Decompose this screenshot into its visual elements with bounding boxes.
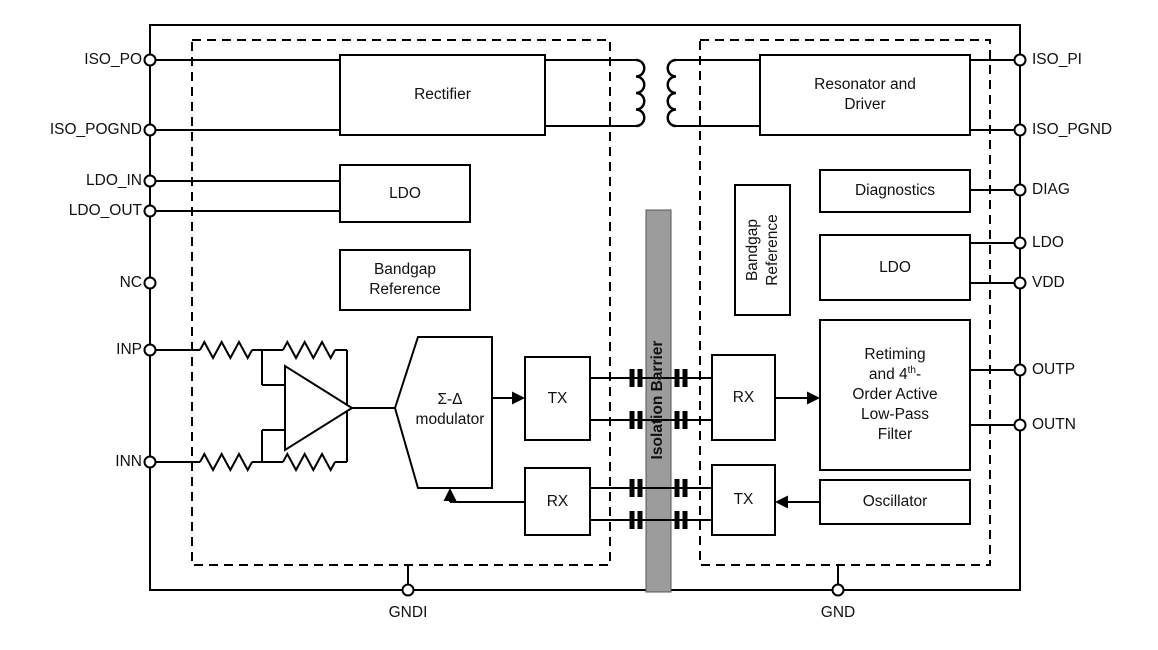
arrow-to-modulator xyxy=(443,488,457,501)
pin-label-outn: OUTN xyxy=(1032,416,1076,433)
signal-arrowheads xyxy=(443,391,820,509)
pin-circle-ldo-out xyxy=(143,204,157,218)
rectifier-box xyxy=(339,54,546,136)
pin-label-nc: NC xyxy=(119,274,142,291)
pin-circle-nc xyxy=(143,276,157,290)
isolation-capacitor-marks xyxy=(629,369,688,529)
pin-label-vdd: VDD xyxy=(1032,274,1065,291)
ldo-right-box xyxy=(819,234,971,301)
isolation-barrier-bar xyxy=(645,209,672,593)
pin-label-inp: INP xyxy=(116,341,142,358)
pin-label-iso-po: ISO_PO xyxy=(84,51,142,68)
low-side-dashed-region xyxy=(699,39,991,566)
rx-left-box xyxy=(524,467,591,536)
pin-circle-diag xyxy=(1013,183,1027,197)
diagnostics-box xyxy=(819,169,971,213)
pin-label-iso-pgnd: ISO_PGND xyxy=(1032,121,1113,138)
pin-circle-vdd xyxy=(1013,276,1027,290)
sigma-delta-modulator-shape xyxy=(393,336,493,489)
oscillator-box xyxy=(819,479,971,525)
arrow-to-tx-right xyxy=(775,495,788,509)
pin-circle-iso-pi xyxy=(1013,53,1027,67)
pin-label-diag: DIAG xyxy=(1032,181,1070,198)
resonator-driver-box xyxy=(759,54,971,136)
pin-circle-iso-pognd xyxy=(143,123,157,137)
pin-circle-inn xyxy=(143,455,157,469)
pin-label-iso-pi: ISO_PI xyxy=(1032,51,1082,68)
retiming-filter-box xyxy=(819,319,971,471)
pin-circle-outn xyxy=(1013,418,1027,432)
transformer-primary-coil xyxy=(635,58,646,128)
pin-label-iso-pognd: ISO_POGND xyxy=(49,121,142,138)
tx-left-box xyxy=(524,356,591,441)
pin-circle-ldo xyxy=(1013,236,1027,250)
pin-circle-iso-po xyxy=(143,53,157,67)
resistor-inn-input xyxy=(199,451,253,473)
pin-circle-outp xyxy=(1013,363,1027,377)
resistor-inp-input xyxy=(199,339,253,361)
pin-circle-gndi xyxy=(401,583,415,597)
bandgap-right-box xyxy=(734,184,791,316)
ldo-left-box xyxy=(339,164,471,223)
pin-circle-ldo-in xyxy=(143,174,157,188)
pin-label-ldo: LDO xyxy=(1032,234,1064,251)
function-blocks xyxy=(284,54,971,536)
high-side-dashed-region xyxy=(191,39,611,566)
arrow-to-filter xyxy=(807,391,820,405)
wires xyxy=(155,59,1015,584)
chip-outline xyxy=(149,24,1021,591)
pin-label-ldo-out: LDO_OUT xyxy=(68,202,142,219)
amplifier-triangle xyxy=(284,364,354,452)
transformer-secondary-coil xyxy=(666,58,677,128)
resistor-inp-feedback xyxy=(282,339,336,361)
input-resistors xyxy=(199,339,336,473)
pin-label-outp: OUTP xyxy=(1032,361,1076,378)
pin-circle-iso-pgnd xyxy=(1013,123,1027,137)
pin-circle-inp xyxy=(143,343,157,357)
pin-label-ldo-in: LDO_IN xyxy=(86,172,142,189)
resistor-inn-feedback xyxy=(282,451,336,473)
pin-circle-gnd xyxy=(831,583,845,597)
rx-right-box xyxy=(711,354,776,441)
bandgap-left-box xyxy=(339,249,471,311)
transformer-icon xyxy=(635,58,677,128)
tx-right-box xyxy=(711,464,776,536)
arrow-to-tx-left xyxy=(512,391,525,405)
pin-label-inn: INN xyxy=(115,453,142,470)
pin-terminals xyxy=(143,53,1027,597)
